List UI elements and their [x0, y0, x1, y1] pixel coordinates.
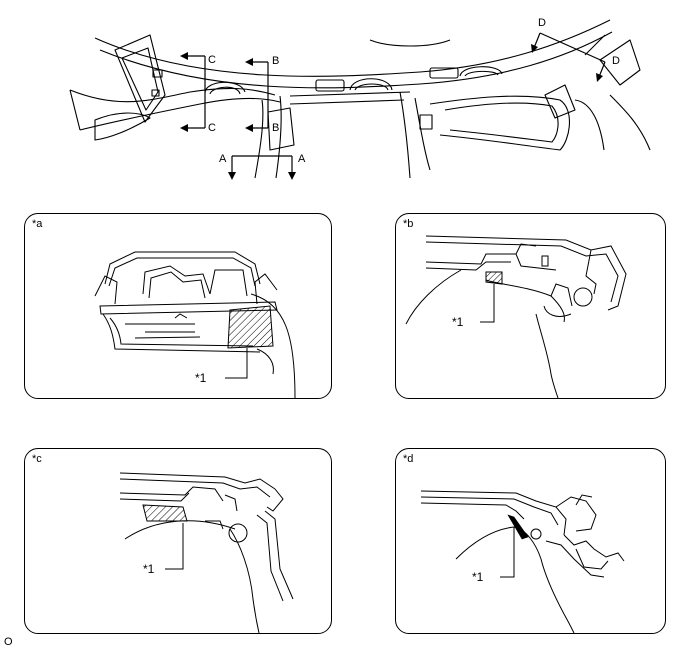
section-mark-d-bottom: D	[612, 55, 620, 67]
callout-1-d: *1	[472, 570, 484, 584]
section-mark-b-top: B	[272, 55, 279, 67]
section-mark-a-left: A	[219, 153, 227, 165]
section-mark-a-right: A	[298, 153, 306, 165]
figure-code: O	[4, 636, 13, 648]
section-b-drawing: *1	[405, 235, 627, 398]
section-a-drawing: *1	[94, 251, 296, 398]
section-view-b-panel: *b *1	[395, 213, 666, 399]
section-mark-c-top: C	[208, 54, 216, 66]
section-mark-c-bottom: C	[208, 122, 216, 134]
panel-label-b: *b	[403, 218, 414, 230]
panel-label-d: *d	[403, 453, 414, 465]
headliner-overview-drawing: C C B B A A D D	[69, 17, 651, 180]
panel-label-c: *c	[32, 453, 42, 465]
section-c-drawing: *1	[119, 472, 294, 633]
callout-1-c: *1	[143, 562, 155, 576]
section-d-drawing: *1	[420, 490, 625, 633]
section-view-a-panel: *a *1	[24, 213, 332, 399]
section-view-d-panel: *d *1	[395, 448, 666, 634]
section-view-c-panel: *c *1	[24, 448, 332, 634]
panel-label-a: *a	[32, 218, 43, 230]
section-mark-b-bottom: B	[272, 122, 279, 134]
callout-1-a: *1	[195, 371, 207, 385]
section-mark-d-top: D	[538, 17, 546, 29]
callout-1-b: *1	[452, 315, 464, 329]
